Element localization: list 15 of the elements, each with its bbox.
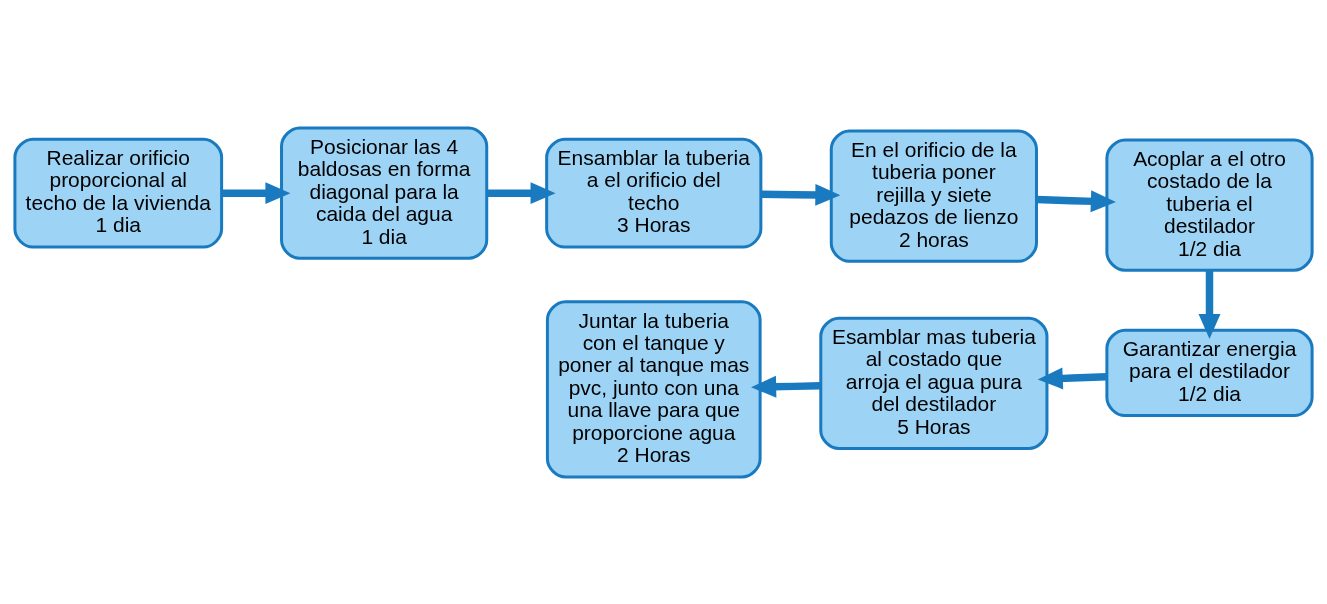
node-box: Ensamblar la tuberia a el orificio del techo 3 Horas <box>545 137 763 249</box>
arrow <box>221 181 291 204</box>
arrow <box>486 181 556 204</box>
node-box: Acoplar a el otro costado de la tuberia el destilador 1/2 dia <box>1105 138 1314 272</box>
node-box: En el orificio de la tuberia poner rejilla y siete pedazos de lienzo 2 horas <box>829 129 1038 263</box>
arrow <box>751 375 821 398</box>
arrow <box>1037 367 1107 389</box>
arrow <box>1198 269 1221 339</box>
arrow <box>761 183 841 206</box>
node-box: Juntar la tuberia con el tanque y poner al tanque mas pvc, junto con una una llave para que proporcione agua 2 Horas <box>545 299 762 478</box>
node-box: Realizar orificio proporcional al techo de la vivienda 1 dia <box>13 137 224 249</box>
node-box: Esamblar mas tuberia al costado que arroja el agua pura del destilador 5 Horas <box>819 316 1049 450</box>
node-box: Posicionar las 4 baldosas en forma diagonal para la caida del agua 1 dia <box>280 126 489 260</box>
node-box: Garantizar energia para el destilador 1/2 dia <box>1105 328 1314 417</box>
arrow <box>1036 189 1116 212</box>
